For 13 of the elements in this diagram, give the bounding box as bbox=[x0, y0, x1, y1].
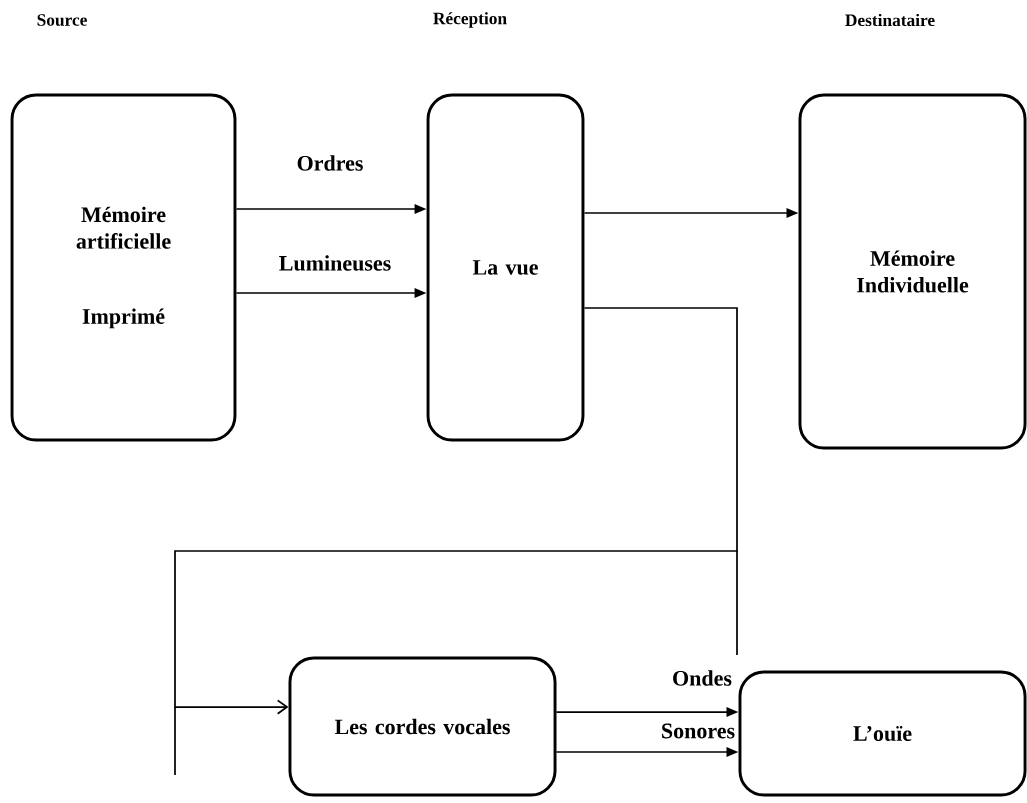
column-heading: Source bbox=[37, 14, 87, 26]
edge-label: Sonores bbox=[662, 723, 735, 739]
process-box: Mémoire artificielle Imprimé bbox=[10, 93, 237, 442]
column-heading: Destinataire bbox=[845, 13, 935, 27]
process-box: Les cordes vocales bbox=[288, 656, 557, 797]
process-box: Mémoire Individuelle bbox=[798, 93, 1027, 450]
process-box: La vue bbox=[426, 93, 585, 442]
connector-line bbox=[174, 307, 738, 715]
edge-label: Ordres bbox=[297, 155, 363, 171]
edge-label: Ondes bbox=[673, 670, 732, 686]
process-box: L’ouïe bbox=[738, 670, 1027, 797]
column-heading: Réception bbox=[433, 12, 507, 28]
edge-label: Lumineuses bbox=[279, 255, 391, 271]
